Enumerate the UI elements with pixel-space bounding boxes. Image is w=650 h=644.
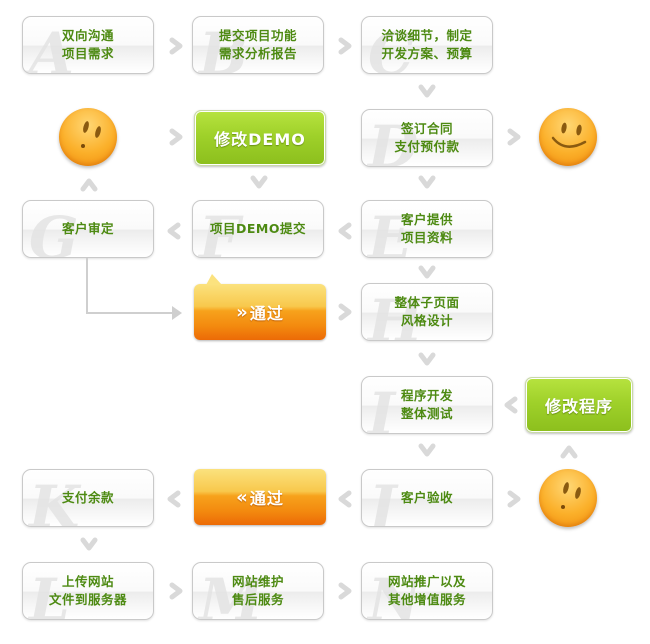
step-i-line1: 程序开发 xyxy=(400,388,453,403)
chevron-left-icon xyxy=(165,222,183,240)
step-j-box: J 客户验收 xyxy=(361,469,493,527)
pass-back-label: 通过 xyxy=(249,489,284,508)
chevron-down-icon xyxy=(418,173,436,191)
modify-demo-button[interactable]: 修改DEMO xyxy=(194,110,326,166)
step-d-line1: 签订合同 xyxy=(400,121,453,136)
chevron-down-icon xyxy=(418,350,436,368)
double-chevron-right-icon: » xyxy=(236,301,247,323)
chevron-down-icon xyxy=(80,535,98,553)
step-m-box: M 网站维护售后服务 xyxy=(192,562,324,620)
chevron-up-icon xyxy=(560,443,578,461)
step-n-line1: 网站推广以及 xyxy=(387,574,466,589)
step-e-line2: 项目资料 xyxy=(400,230,453,245)
chevron-right-icon xyxy=(336,582,354,600)
step-f-box: F 项目DEMO提交 xyxy=(192,200,324,258)
step-b-box: B 提交项目功能需求分析报告 xyxy=(192,16,324,74)
step-f-line1: 项目DEMO提交 xyxy=(210,221,306,236)
confused-face-icon xyxy=(59,108,117,166)
chevron-right-icon xyxy=(167,582,185,600)
connector-line xyxy=(86,258,88,314)
step-l-line1: 上传网站 xyxy=(61,574,114,589)
step-k-box: K 支付余款 xyxy=(22,469,154,527)
step-g-line1: 客户审定 xyxy=(61,221,114,236)
step-m-line1: 网站维护 xyxy=(231,574,284,589)
step-i-box: I 程序开发整体测试 xyxy=(361,376,493,434)
step-b-line1: 提交项目功能 xyxy=(218,28,297,43)
chevron-down-icon xyxy=(250,173,268,191)
step-h-box: H 整体子页面风格设计 xyxy=(361,283,493,341)
step-n-line2: 其他增值服务 xyxy=(387,592,466,607)
chevron-down-icon xyxy=(418,82,436,100)
step-m-line2: 售后服务 xyxy=(231,592,284,607)
pass-back-button[interactable]: « 通过 xyxy=(194,469,326,525)
chevron-right-icon xyxy=(505,490,523,508)
chevron-left-icon xyxy=(336,490,354,508)
smiling-face-icon xyxy=(539,108,597,166)
connector-arrowhead-icon xyxy=(172,306,182,320)
modify-program-button[interactable]: 修改程序 xyxy=(525,377,633,433)
step-l-box: L 上传网站文件到服务器 xyxy=(22,562,154,620)
step-d-box: D 签订合同支付预付款 xyxy=(361,109,493,167)
step-g-box: G 客户审定 xyxy=(22,200,154,258)
chevron-down-icon xyxy=(418,263,436,281)
step-a-line1: 双向沟通 xyxy=(61,28,114,43)
pass-forward-label: 通过 xyxy=(249,304,284,323)
step-a-box: A 双向沟通项目需求 xyxy=(22,16,154,74)
pass-forward-button[interactable]: » 通过 xyxy=(194,274,326,340)
step-j-line1: 客户验收 xyxy=(400,490,453,505)
step-k-line1: 支付余款 xyxy=(61,490,114,505)
chevron-right-icon xyxy=(336,303,354,321)
step-b-line2: 需求分析报告 xyxy=(218,46,297,61)
chevron-right-icon xyxy=(167,37,185,55)
step-d-line2: 支付预付款 xyxy=(394,139,460,154)
step-c-line2: 开发方案、预算 xyxy=(381,46,473,61)
step-a-line2: 项目需求 xyxy=(61,46,114,61)
double-chevron-left-icon: « xyxy=(236,486,247,508)
chevron-down-icon xyxy=(418,441,436,459)
confused-face-icon xyxy=(539,469,597,527)
callout-tail xyxy=(206,274,222,285)
step-e-box: E 客户提供项目资料 xyxy=(361,200,493,258)
chevron-right-icon xyxy=(505,128,523,146)
step-h-line1: 整体子页面 xyxy=(394,295,460,310)
chevron-right-icon xyxy=(167,128,185,146)
chevron-left-icon xyxy=(502,396,520,414)
step-n-box: N 网站推广以及其他增值服务 xyxy=(361,562,493,620)
chevron-left-icon xyxy=(336,222,354,240)
connector-line xyxy=(86,312,176,314)
chevron-left-icon xyxy=(165,490,183,508)
step-c-box: C 洽谈细节，制定开发方案、预算 xyxy=(361,16,493,74)
chevron-up-icon xyxy=(80,176,98,194)
step-c-line1: 洽谈细节，制定 xyxy=(381,28,473,43)
step-h-line2: 风格设计 xyxy=(400,313,453,328)
step-l-line2: 文件到服务器 xyxy=(48,592,127,607)
step-e-line1: 客户提供 xyxy=(400,212,453,227)
chevron-right-icon xyxy=(336,37,354,55)
step-i-line2: 整体测试 xyxy=(400,406,453,421)
